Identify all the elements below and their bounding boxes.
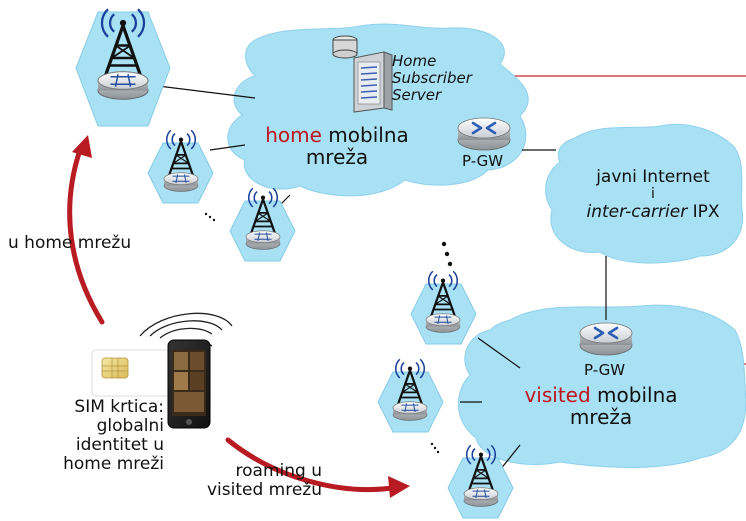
visited-network-cloud [457, 304, 746, 468]
internet-line1: javni Internet [596, 167, 710, 187]
sim-label: SIM krtica: globalni identitet u home mr… [10, 397, 164, 475]
internet-cloud [545, 123, 744, 264]
home-rest: mobilna [321, 123, 409, 147]
ellipsis-dot [436, 450, 440, 454]
visited-pgw-router-icon [578, 321, 634, 357]
hss-label-line: Subscriber [392, 68, 472, 87]
home-line2: mreža [305, 145, 369, 170]
arrow-roaming [225, 437, 395, 493]
arrow-head [388, 476, 410, 498]
pgw-home-label: P-GW [462, 152, 504, 170]
roaming-line1: roaming u [235, 461, 322, 481]
home-pgw-router-icon [456, 116, 512, 152]
roaming-line2: visited mrežu [206, 480, 322, 501]
sim-line2: globalni [96, 416, 164, 437]
ellipsis-dot [441, 241, 447, 247]
visited-network-label: visited mobilna mreža [498, 384, 704, 429]
link-line [477, 337, 521, 369]
visited-rest: mobilna [590, 383, 678, 407]
ellipsis-dot [208, 215, 212, 219]
roaming-label: roaming u visited mrežu [166, 461, 322, 501]
visited-line2: mreža [569, 405, 633, 430]
internet-italic: inter-carrier [586, 201, 688, 222]
sim-line1: SIM krtica: [74, 397, 164, 417]
arrow-head [72, 135, 92, 158]
visited-word: visited [524, 383, 591, 407]
arrow-to-home [67, 147, 105, 325]
link-line [149, 84, 256, 99]
ellipsis-dot [447, 261, 453, 267]
home-word: home [265, 123, 322, 147]
pgw-visited-label: P-GW [584, 361, 626, 379]
home-network-label: home mobilna mreža [262, 124, 412, 169]
ellipsis-dot [444, 251, 450, 257]
smartphone-icon [167, 339, 211, 429]
sim-card-icon [91, 349, 171, 397]
home-network-cloud [227, 23, 529, 197]
link-line [209, 144, 246, 151]
ellipsis-dot [212, 218, 216, 222]
sim-line3: identitet u [75, 435, 164, 456]
to-home-label: u home mrežu [8, 233, 132, 253]
hss-label: Home Subscriber Server [392, 53, 472, 103]
hss-label-line: Home [392, 52, 437, 70]
link-line [499, 444, 521, 471]
internet-label: javni Internet i inter-carrier IPX [560, 167, 746, 222]
home-cell-hexagon [75, 11, 171, 127]
hss-server-icon [332, 35, 393, 113]
ellipsis-dot [204, 212, 208, 216]
internet-rest: IPX [687, 201, 720, 222]
internet-line2: i [651, 186, 655, 203]
ellipsis-dot [430, 442, 434, 446]
sim-line4: home mreži [63, 454, 164, 475]
hss-label-line: Server [392, 85, 442, 104]
ellipsis-dot [433, 446, 437, 450]
